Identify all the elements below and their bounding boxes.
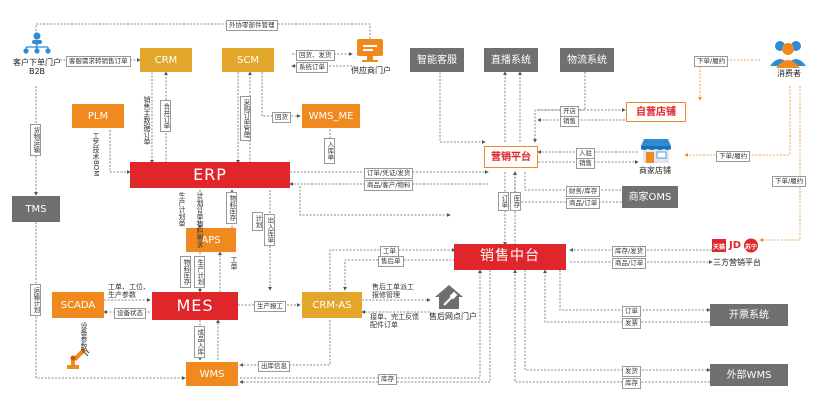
tms-node[interactable]: TMS: [12, 196, 60, 222]
label-inventory-ship: 库存/发货: [612, 246, 647, 257]
label-work-params: 工单、工位、 生产参数: [108, 283, 150, 299]
label-mes-aps-b: 生产计划: [194, 256, 205, 288]
external-wms-node[interactable]: 外部WMS: [710, 364, 788, 386]
tmall-logo: 天猫: [713, 244, 726, 251]
merchant-oms-node[interactable]: 商家OMS: [622, 186, 678, 208]
label-purchase-order-mgmt: 采购订单管理: [240, 96, 251, 141]
supplier-portal-icon[interactable]: [355, 38, 385, 68]
label-wms-mes-inv: 物料库存: [180, 256, 191, 288]
scada-node[interactable]: SCADA: [52, 292, 104, 318]
label-mes-erp-left: 生产计划单: [178, 192, 186, 227]
plm-node[interactable]: PLM: [72, 104, 124, 128]
customer-portal-label: 客户下单门户 B2B: [13, 58, 61, 77]
sales-center-node[interactable]: 销售中台: [454, 244, 566, 270]
smart-customer-service-node[interactable]: 智能客服: [410, 48, 464, 72]
label-inbound: 入驻: [576, 148, 595, 159]
label-goods-order: 商品/订单: [566, 198, 601, 209]
label-order-sc: 订单: [622, 306, 641, 317]
aps-node[interactable]: APS: [186, 228, 236, 252]
label-wms-me-order: 入库单: [324, 138, 335, 164]
label-transport-plan: 运输计划: [30, 284, 41, 316]
marketing-platform-node[interactable]: 营销平台: [484, 146, 538, 168]
crm-as-node[interactable]: CRM-AS: [302, 292, 362, 318]
after-sales-portal-icon[interactable]: [434, 284, 464, 314]
label-aps-mes-c: 工单: [230, 256, 238, 270]
merchant-store-icon[interactable]: [640, 138, 672, 168]
label-sales-order-master: 销售主数据订单: [143, 96, 151, 145]
label-outsource-mgmt: 外协零部件管理: [226, 20, 278, 31]
label-delivery-plan: 出入库单: [264, 214, 275, 246]
label-plan-order-material: 计划订单物料需求: [196, 192, 204, 248]
erp-node[interactable]: ERP: [130, 162, 290, 188]
customer-org-icon: [20, 32, 54, 60]
label-dispatch-feedback: 接单、完工反馈 配件订单: [370, 313, 419, 329]
label-invoice: 发票: [622, 318, 641, 329]
scm-node[interactable]: SCM: [222, 48, 274, 72]
label-device-status: 设备状态: [114, 308, 146, 319]
third-party-label: 三方营销平台: [713, 258, 761, 267]
label-goods-customer-material: 商品/客户/物料: [364, 180, 414, 191]
label-order-fulfill: 下单/履约: [716, 151, 751, 162]
label-work-order: 工单: [380, 246, 399, 257]
label-after-sales-order: 售后单: [378, 256, 404, 267]
label-order-place: 下单/履约: [694, 56, 729, 67]
label-sales-center-v2: 库存: [510, 192, 521, 211]
label-inventory2: 库存: [622, 378, 641, 389]
crm-node[interactable]: CRM: [140, 48, 192, 72]
third-party-logos: 天猫 JD 苏宁: [712, 237, 758, 259]
label-return-ship: 回货、发货: [296, 50, 335, 61]
wms-node[interactable]: WMS: [186, 362, 238, 386]
label-ship2: 发货: [622, 366, 641, 377]
label-device-params: 设备参数: [80, 322, 88, 350]
self-store-node[interactable]: 自营店铺: [626, 102, 686, 122]
label-sales: 销售: [560, 116, 579, 127]
label-outbound-info: 出库信息: [258, 361, 290, 372]
merchant-store-label: 商家店铺: [639, 166, 671, 175]
label-goods-order2: 商品/订单: [612, 258, 647, 269]
invoice-system-node[interactable]: 开票系统: [710, 304, 788, 326]
consumer-label: 消费者: [777, 69, 801, 78]
label-tech-bom: 工艺技术BOM: [92, 132, 100, 177]
jd-logo: JD: [729, 240, 742, 251]
wms-me-node[interactable]: WMS_ME: [302, 104, 360, 128]
label-finance-inventory: 财务/库存: [566, 186, 601, 197]
supplier-portal-label: 供应商门户: [351, 66, 391, 75]
label-system-order: 系统订单: [296, 62, 328, 73]
label-goods-ship: 货物运输: [30, 124, 41, 156]
mes-node[interactable]: MES: [152, 292, 238, 320]
after-sales-portal-label: 售后网点门户: [429, 312, 477, 321]
label-return-goods: 回货: [272, 112, 291, 123]
label-mes-wms-a: 成品入库: [194, 326, 205, 358]
label-aps-plan: 计划: [252, 212, 263, 231]
label-open-store: 开店: [560, 106, 579, 117]
robot-arm-icon: [64, 344, 90, 374]
label-after-sales-work-order: 售后工单派工 报修管理: [372, 283, 414, 299]
label-material-inventory: 物料库存: [226, 192, 237, 224]
consumer-icon: [768, 38, 808, 72]
logistics-system-node[interactable]: 物流系统: [560, 48, 614, 72]
label-inventory: 库存: [378, 374, 397, 385]
label-order-voucher-ship: 订单/凭证/发货: [364, 168, 414, 179]
label-sales-center-v1: 订单: [498, 192, 509, 211]
label-sales-store: 销售: [576, 158, 595, 169]
label-production-report: 生产报工: [254, 301, 286, 312]
label-merge-order: 合并订单: [160, 100, 171, 132]
label-order-fulfill2: 下单/履约: [772, 176, 807, 187]
label-customer-order: 客服需求转销售订单: [66, 56, 131, 67]
suning-logo: 苏宁: [745, 244, 758, 251]
live-system-node[interactable]: 直播系统: [484, 48, 538, 72]
